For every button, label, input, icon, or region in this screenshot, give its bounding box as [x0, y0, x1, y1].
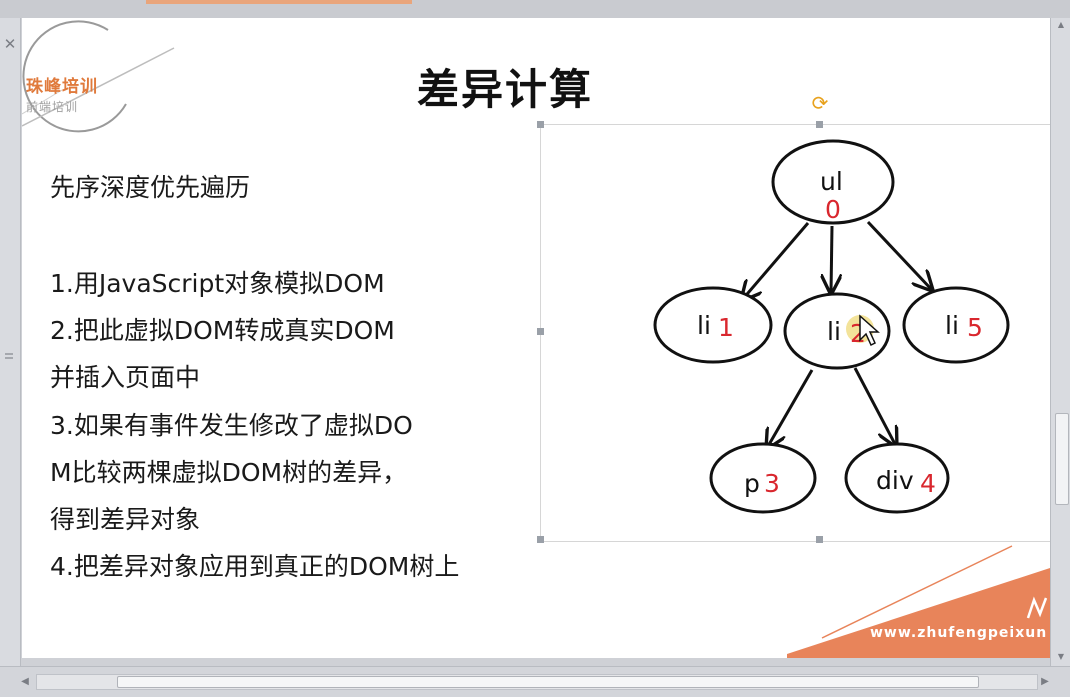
scroll-left-icon[interactable]: ◀: [21, 676, 29, 687]
horizontal-scrollbar[interactable]: [36, 674, 1038, 690]
vertical-scrollbar[interactable]: ▲ ▼: [1050, 18, 1070, 666]
tree-node-shape: [771, 139, 895, 225]
move-cursor-icon: [859, 314, 880, 347]
resize-handle[interactable]: [537, 328, 544, 335]
logo-diagonal-line: [22, 89, 63, 115]
tree-node-label: li: [945, 311, 959, 340]
tree-node-label: li: [697, 311, 711, 340]
body-line[interactable]: 4.把差异对象应用到真正的DOM树上: [50, 552, 460, 581]
scroll-right-icon[interactable]: ▶: [1041, 676, 1049, 687]
dom-tree-diagram: ul 0 li 1 li 2 li 5 p 3 div 4: [653, 139, 1010, 514]
tree-node-number: 5: [967, 313, 983, 342]
tree-node-ul[interactable]: ul 0: [771, 139, 895, 225]
footer-url: www.zhufengpeixun: [870, 625, 1048, 641]
tree-node-label: div: [876, 466, 914, 495]
tree-edge: [853, 367, 896, 446]
body-line[interactable]: M比较两棵虚拟DOM树的差异，: [50, 458, 408, 487]
tree-node-shape: [653, 286, 773, 364]
tree-node-shape: [783, 292, 891, 370]
slide-canvas: 珠峰培训 前端培训 差异计算 先序深度优先遍历 1.用JavaScript对象模…: [22, 18, 1050, 658]
tree-node-number: 4: [920, 469, 936, 498]
body-line[interactable]: 2.把此虚拟DOM转成真实DOM: [50, 316, 395, 345]
tree-node-shape: [709, 442, 817, 514]
splitter-grip[interactable]: [5, 357, 13, 359]
slide-decoration: [22, 20, 1050, 658]
tree-node-div[interactable]: div 4: [844, 442, 950, 514]
tree-edge: [767, 369, 814, 448]
tree-edge: [831, 225, 832, 293]
logo-ring: [22, 20, 127, 133]
logo-diagonal-line: [22, 47, 175, 127]
tree-node-li-2[interactable]: li 2: [783, 292, 891, 370]
left-panel-rail: ✕: [0, 18, 21, 666]
rotate-handle-icon[interactable]: ⟳: [811, 91, 829, 115]
body-line[interactable]: 得到差异对象: [50, 505, 201, 534]
splitter-grip[interactable]: [5, 353, 13, 355]
tree-node-li-1[interactable]: li 1: [653, 286, 773, 364]
tree-node-label: li: [827, 317, 841, 346]
corner-banner: [787, 568, 1050, 658]
scroll-down-icon[interactable]: ▼: [1057, 652, 1065, 661]
tree-node-number: 0: [825, 195, 841, 224]
body-line[interactable]: 3.如果有事件发生修改了虚拟DO: [50, 411, 413, 440]
brand-mark-icon: [1026, 596, 1048, 619]
title-bar: [0, 0, 1070, 18]
close-icon[interactable]: ✕: [3, 35, 17, 53]
tree-edge: [866, 220, 932, 290]
horizontal-scroll-thumb[interactable]: [117, 676, 979, 688]
resize-handle[interactable]: [816, 121, 823, 128]
tree-node-label: p: [744, 469, 760, 498]
logo-name: 珠峰培训: [26, 77, 98, 97]
resize-handle[interactable]: [537, 121, 544, 128]
body-line[interactable]: 并插入页面中: [50, 363, 201, 392]
tree-node-number: 3: [764, 469, 780, 498]
logo: 珠峰培训 前端培训: [22, 38, 192, 158]
tree-node-number: 1: [718, 313, 734, 342]
scroll-up-icon[interactable]: ▲: [1057, 20, 1065, 29]
tree-node-shape: [902, 286, 1010, 364]
tree-node-p[interactable]: p 3: [709, 442, 817, 514]
vertical-scroll-thumb[interactable]: [1055, 413, 1069, 505]
active-tab-indicator[interactable]: [146, 0, 412, 4]
resize-handle[interactable]: [537, 536, 544, 543]
tree-node-label: ul: [820, 167, 843, 196]
tree-node-shape: [844, 442, 950, 514]
logo-subtitle: 前端培训: [26, 100, 79, 114]
resize-handle[interactable]: [816, 536, 823, 543]
body-line[interactable]: 先序深度优先遍历: [50, 173, 251, 202]
body-line[interactable]: 1.用JavaScript对象模拟DOM: [50, 269, 385, 298]
bottom-bar: ◀ ▶: [0, 666, 1070, 697]
tree-node-li-5[interactable]: li 5: [902, 286, 1010, 364]
corner-line: [821, 545, 1013, 639]
tree-edge: [742, 222, 810, 300]
slide-title[interactable]: 差异计算: [417, 65, 594, 114]
